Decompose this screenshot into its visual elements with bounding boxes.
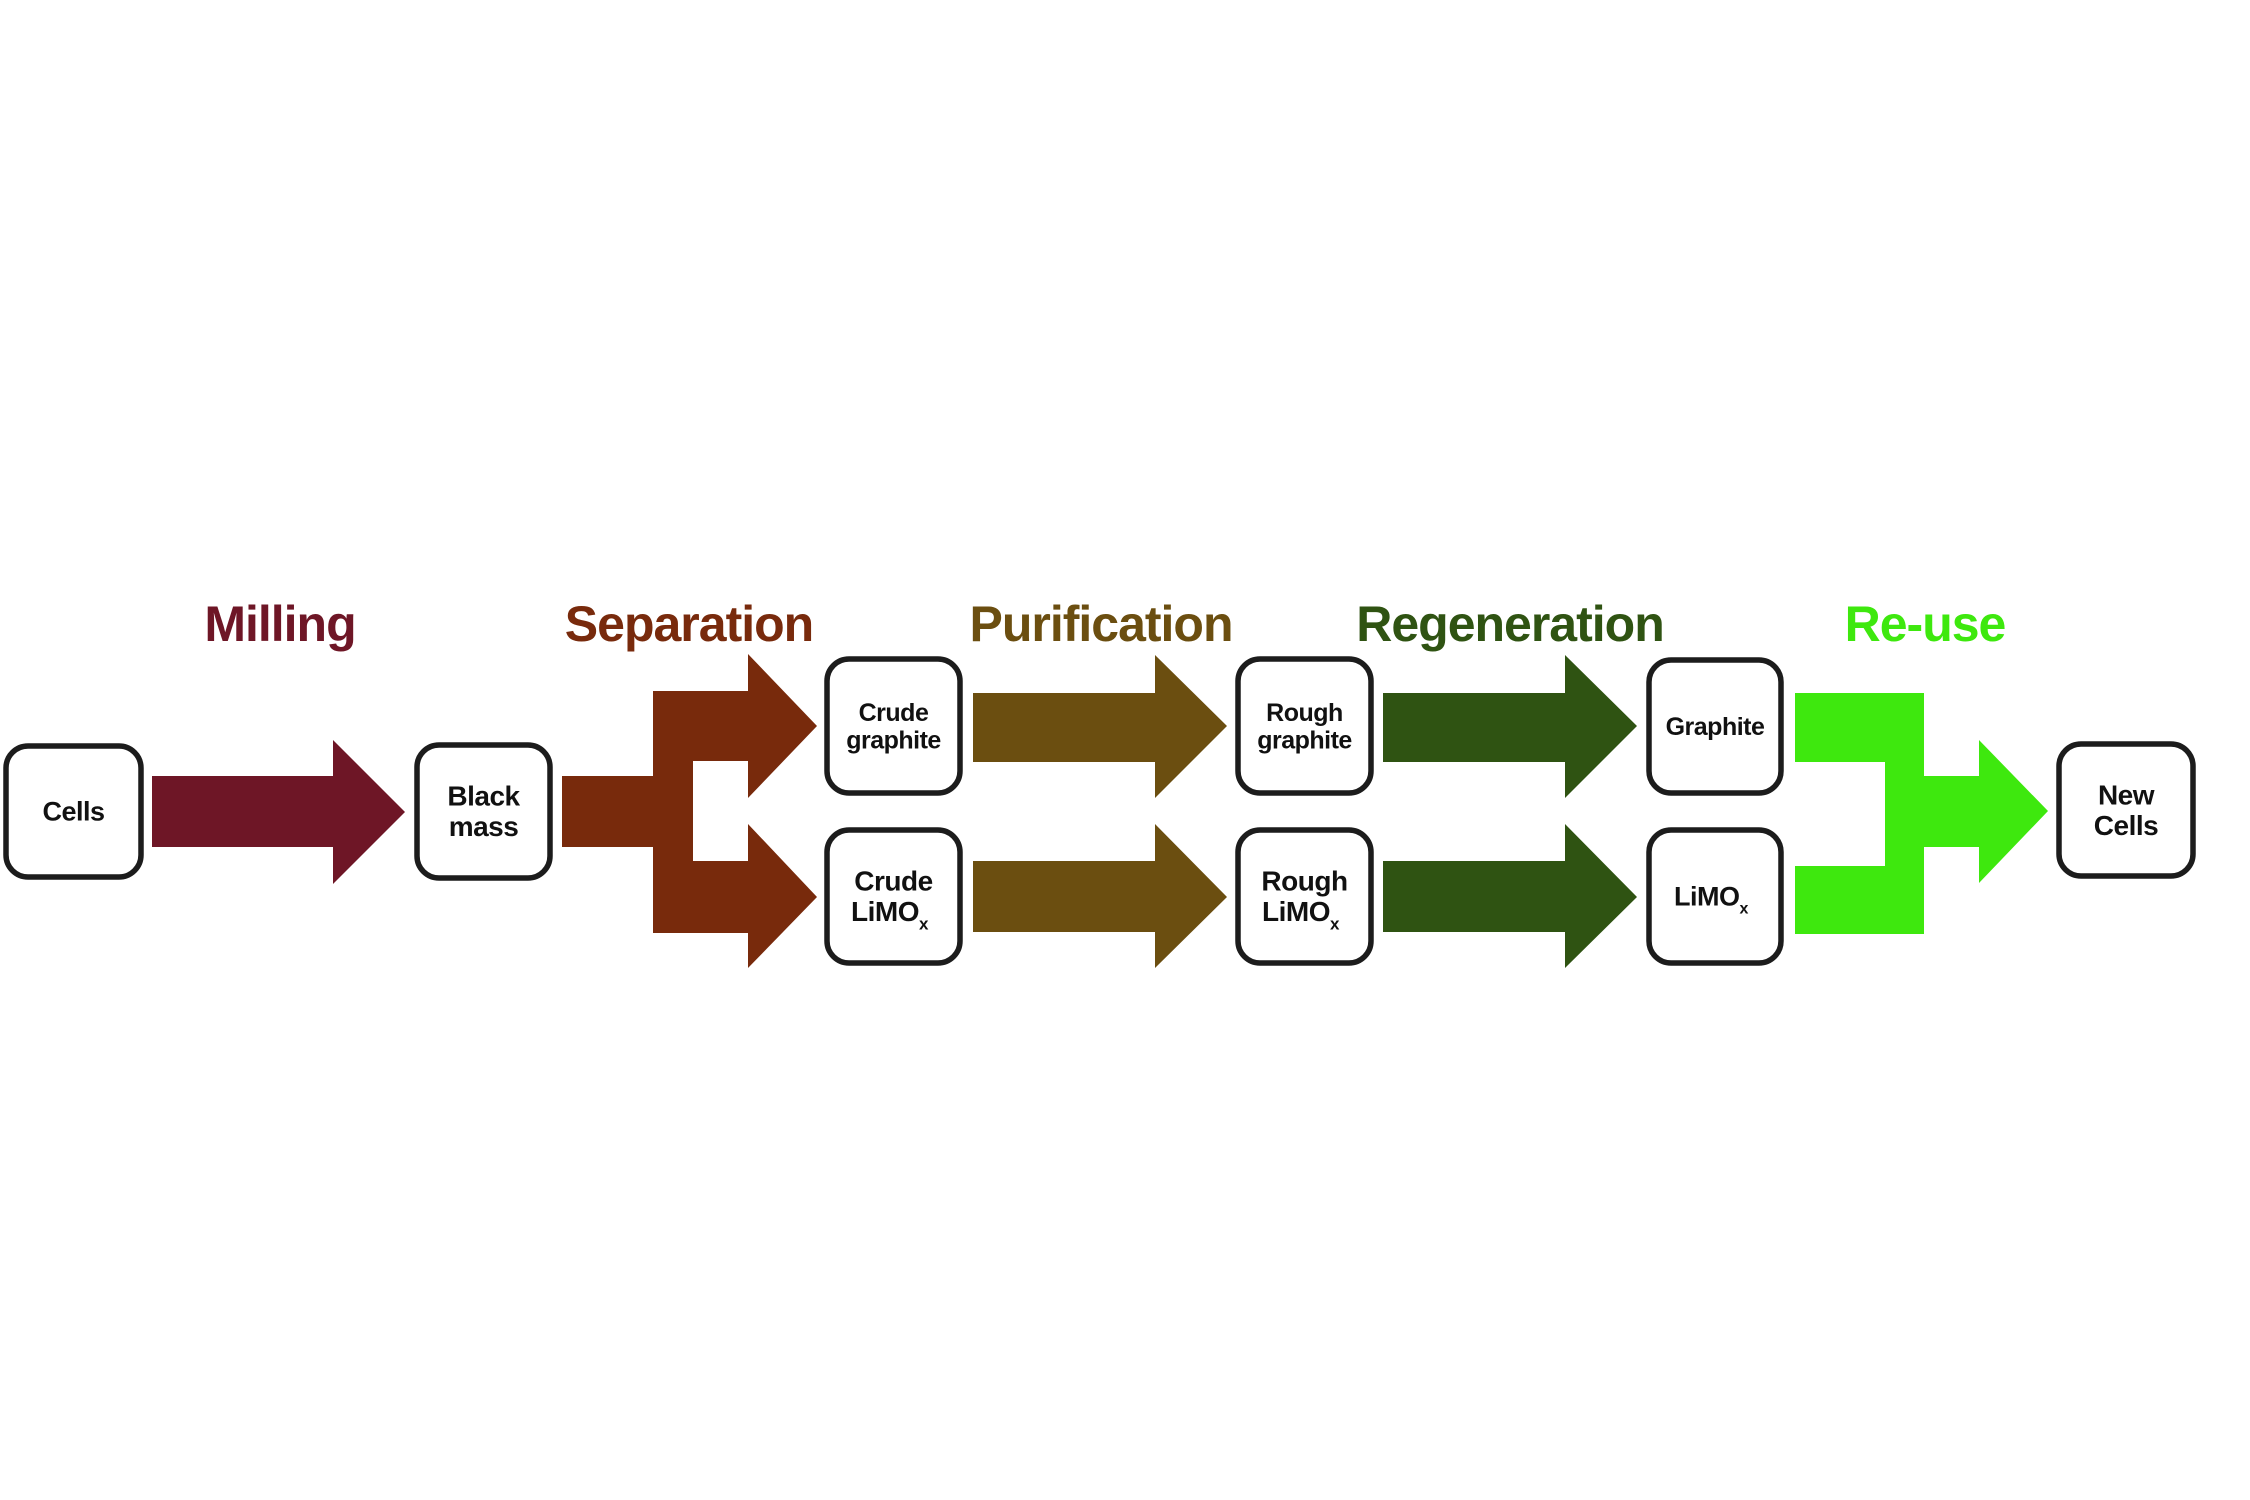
stage-title-regeneration: Regeneration bbox=[1356, 596, 1664, 652]
node-label-line: New bbox=[2098, 779, 2155, 810]
node-box bbox=[824, 656, 963, 796]
stage-title-reuse: Re-use bbox=[1845, 596, 2006, 652]
stage-title-purification: Purification bbox=[969, 596, 1232, 652]
arrow-milling bbox=[152, 740, 405, 884]
node-label-line: LiMO bbox=[851, 896, 919, 927]
arrow-purification-limox bbox=[973, 824, 1227, 968]
stage-title-milling: Milling bbox=[204, 596, 355, 652]
node-limox: LiMOx bbox=[1646, 827, 1784, 966]
node-label-line: Black bbox=[447, 780, 520, 811]
node-box bbox=[3, 743, 144, 880]
arrow-regeneration-limox bbox=[1383, 824, 1637, 968]
node-box bbox=[1235, 827, 1374, 966]
node-label-line: Graphite bbox=[1666, 713, 1765, 741]
node-label-line: Rough bbox=[1261, 865, 1347, 896]
node-label: LiMOx bbox=[1674, 881, 1749, 917]
node-label-subscript: x bbox=[1740, 901, 1749, 918]
node-label-line: LiMO bbox=[1674, 881, 1740, 911]
arrow-regeneration-graphite bbox=[1383, 655, 1637, 798]
node-label-subscript: x bbox=[919, 915, 929, 934]
node-label-line: Cells bbox=[2094, 810, 2158, 841]
node-label-subscript: x bbox=[1330, 915, 1340, 934]
arrow-purification-graphite bbox=[973, 655, 1227, 798]
node-label: Cells bbox=[42, 796, 104, 826]
node-label: Graphite bbox=[1666, 713, 1765, 741]
node-label-line: graphite bbox=[1257, 727, 1352, 755]
arrow-reuse-merge bbox=[1795, 693, 2048, 934]
node-box bbox=[2056, 741, 2196, 879]
node-cells: Cells bbox=[3, 743, 144, 880]
node-label-line: Cells bbox=[42, 796, 104, 826]
node-label-line: Rough bbox=[1266, 699, 1343, 727]
node-graphite: Graphite bbox=[1646, 657, 1784, 796]
stage-titles: Milling Separation Purification Regenera… bbox=[204, 596, 2006, 652]
node-box bbox=[414, 742, 553, 881]
node-box bbox=[824, 827, 963, 966]
node-box bbox=[1646, 657, 1784, 796]
node-label-line: Crude bbox=[859, 699, 929, 727]
node-box bbox=[1646, 827, 1784, 966]
arrows bbox=[152, 654, 2048, 968]
arrow-separation-split bbox=[562, 654, 817, 968]
node-label-line: Crude bbox=[854, 865, 932, 896]
stage-title-separation: Separation bbox=[565, 596, 813, 652]
node-box bbox=[1235, 656, 1374, 796]
node-label-line: mass bbox=[449, 811, 519, 842]
node-label-line: LiMO bbox=[1262, 896, 1330, 927]
node-label-line: graphite bbox=[846, 727, 941, 755]
